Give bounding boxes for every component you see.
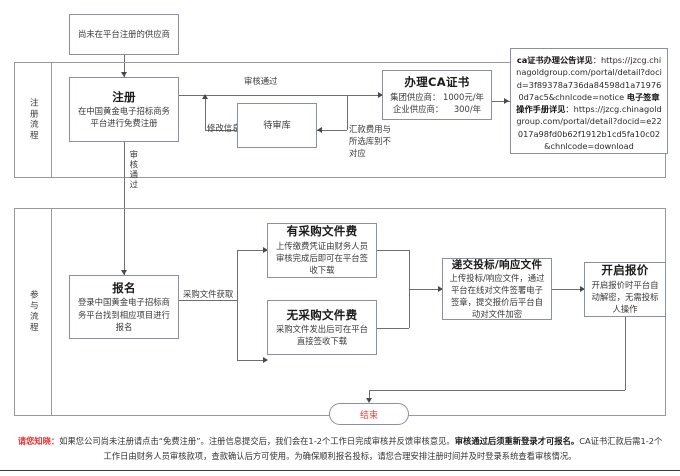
arrowhead-ca-to-info (504, 97, 509, 104)
node-end[interactable]: 结束 (329, 403, 409, 425)
connector-signup-to-split (179, 300, 237, 301)
node-ca-cert[interactable]: 办理CA证书 集团供应商： 1000元/年 企业供应商： 300/年 (382, 70, 492, 120)
info-box-heading-1-text: ca证书办理公告详见 (516, 55, 593, 65)
arrowhead-merge-to-submit (438, 285, 443, 292)
node-signup-title: 报名 (112, 280, 136, 295)
arrowhead-split-to-without-fee (263, 356, 268, 363)
node-pending-pool-label: 待审库 (263, 119, 291, 131)
node-open-quote[interactable]: 开启报价 开启报价时平台自动解密，无需投标人操作 (584, 262, 666, 317)
node-end-label: 结束 (359, 410, 378, 421)
node-ca-cert-line1: 集团供应商： 1000元/年 (390, 91, 484, 102)
arrowhead-register-to-ca (378, 91, 383, 98)
info-box-heading-2: 电子签章操作手册详见：https://jzcg.chinagoldgroup.c… (516, 92, 661, 151)
connector-merge-to-submit (409, 289, 442, 290)
connector-ca-to-info (492, 101, 510, 102)
edge-label-fee-mismatch: 汇款费用与所选库别不对应 (349, 123, 397, 160)
node-without-purchase-fee[interactable]: 无采购文件费 采购文件发出后可在平台直接签收下载 (267, 300, 377, 355)
connector-split-to-without-fee (237, 360, 267, 361)
info-box-ca-links[interactable]: ca证书办理公告详见：https://jzcg.chinagoldgroup.c… (510, 48, 668, 154)
footer-notice-emphasis: 审核通过后须重新登录才可报名。 (454, 436, 580, 446)
connector-split-to-with-fee (237, 250, 267, 251)
node-with-purchase-fee[interactable]: 有采购文件费 上传缴费凭证由财务人员审核完成后即可在平台签收下载 (267, 223, 377, 278)
footer-notice-text2: CA证书汇款后需1-2个工作日由财务人员审核款项，查款确认后方可使用。为确保顺利… (103, 436, 663, 461)
node-with-purchase-fee-title: 有采购文件费 (286, 224, 358, 239)
edge-label-modify-info: 修改信息 (207, 123, 241, 133)
connector-submit-to-open-quote (552, 289, 584, 290)
node-open-quote-desc: 开启报价时平台自动解密，无需投标人操作 (591, 279, 659, 315)
info-colon-2: ： (565, 104, 574, 115)
info-box-url-2: https://jzcg.chinagoldgroup.com/portal/d… (516, 104, 662, 152)
edge-label-fee-mismatch-text: 汇款费用与所选库别不对应 (349, 124, 391, 159)
node-without-purchase-fee-title: 无采购文件费 (286, 307, 358, 322)
node-open-quote-title: 开启报价 (601, 263, 649, 278)
node-with-purchase-fee-desc: 上传缴费凭证由财务人员审核完成后即可在平台签收下载 (275, 240, 369, 276)
node-signup-desc: 登录中国黄金电子招标商务平台找到相应项目进行报名 (77, 297, 171, 332)
connector-with-fee-to-merge (377, 250, 409, 251)
node-submit-bid-desc: 上传投标/响应文件，通过平台在线对文件签署电子签章，提交报价后平台自动对文件加密 (449, 272, 545, 320)
connector-start-to-register (124, 55, 125, 77)
edge-label-get-purchase-doc: 采购文件获取 (183, 289, 234, 299)
node-submit-bid-title: 递交投标/响应文件 (451, 258, 543, 271)
node-without-purchase-fee-desc: 采购文件发出后可在平台直接签收下载 (275, 324, 369, 347)
arrowhead-to-end (366, 398, 372, 403)
connector-fee-mismatch (317, 130, 347, 131)
arrowhead-register-to-signup (121, 270, 127, 275)
arrowhead-split-to-with-fee (263, 246, 268, 253)
node-register-desc: 在中国黄金电子招标商务平台进行免费注册 (77, 106, 171, 129)
edge-label-audit-passed-vertical: 审核通过 (128, 150, 139, 190)
edge-label-audit-passed-top: 审核通过 (244, 76, 278, 86)
connector-split-vertical (237, 250, 238, 360)
footer-notice-prefix: 请您知晓： (17, 436, 60, 446)
arrowhead-start-to-register (121, 72, 127, 77)
node-register-title: 注册 (112, 89, 136, 104)
footer-notice-text: 如果您公司尚未注册请点击“免费注册”。注册信息提交后，我们会在1-2个工作日完成… (59, 436, 455, 446)
info-box-heading-2-text: 电子签章操作手册详见 (516, 91, 660, 115)
node-ca-cert-title: 办理CA证书 (404, 75, 470, 90)
footer-rule (0, 470, 680, 471)
lane-participation-label-box: 参与流程 (14, 208, 52, 416)
info-box-url-1: https://jzcg.chinagoldgroup.com/portal/d… (516, 55, 662, 102)
node-signup[interactable]: 报名 登录中国黄金电子招标商务平台找到相应项目进行报名 (69, 275, 179, 339)
lane-participation-label: 参与流程 (28, 290, 39, 334)
lane-registration-label-box: 注册流程 (14, 62, 52, 178)
footer-notice: 请您知晓：如果您公司尚未注册请点击“免费注册”。注册信息提交后，我们会在1-2个… (0, 434, 680, 463)
connector-modify-info-horizontal (205, 130, 237, 131)
node-start-supplier[interactable]: 尚未在平台注册的供应商 (69, 14, 179, 55)
arrowhead-submit-to-open-quote (580, 285, 585, 292)
arrowhead-fee-mismatch (317, 126, 322, 133)
node-start-supplier-label: 尚未在平台注册的供应商 (77, 29, 171, 40)
node-submit-bid[interactable]: 递交投标/响应文件 上传投标/响应文件，通过平台在线对文件签署电子签章，提交报价… (442, 258, 552, 320)
connector-to-end-horizontal (369, 390, 625, 391)
node-ca-cert-line2: 企业供应商： 300/年 (392, 103, 482, 114)
info-box-heading-1: ca证书办理公告详见：https://jzcg.chinagoldgroup.c… (516, 55, 662, 102)
connector-modify-info-vertical (205, 95, 206, 130)
node-register[interactable]: 注册 在中国黄金电子招标商务平台进行免费注册 (69, 77, 179, 142)
arrowhead-modify-info (202, 94, 208, 99)
info-colon-1: ： (592, 55, 601, 65)
connector-fee-mismatch-vertical (347, 95, 348, 130)
lane-registration-label: 注册流程 (28, 98, 39, 142)
connector-open-quote-down (625, 317, 626, 390)
connector-without-fee-to-merge (377, 328, 409, 329)
node-pending-pool[interactable]: 待审库 (237, 103, 317, 148)
connector-end-down (369, 390, 370, 401)
connector-register-to-ca (179, 95, 382, 96)
